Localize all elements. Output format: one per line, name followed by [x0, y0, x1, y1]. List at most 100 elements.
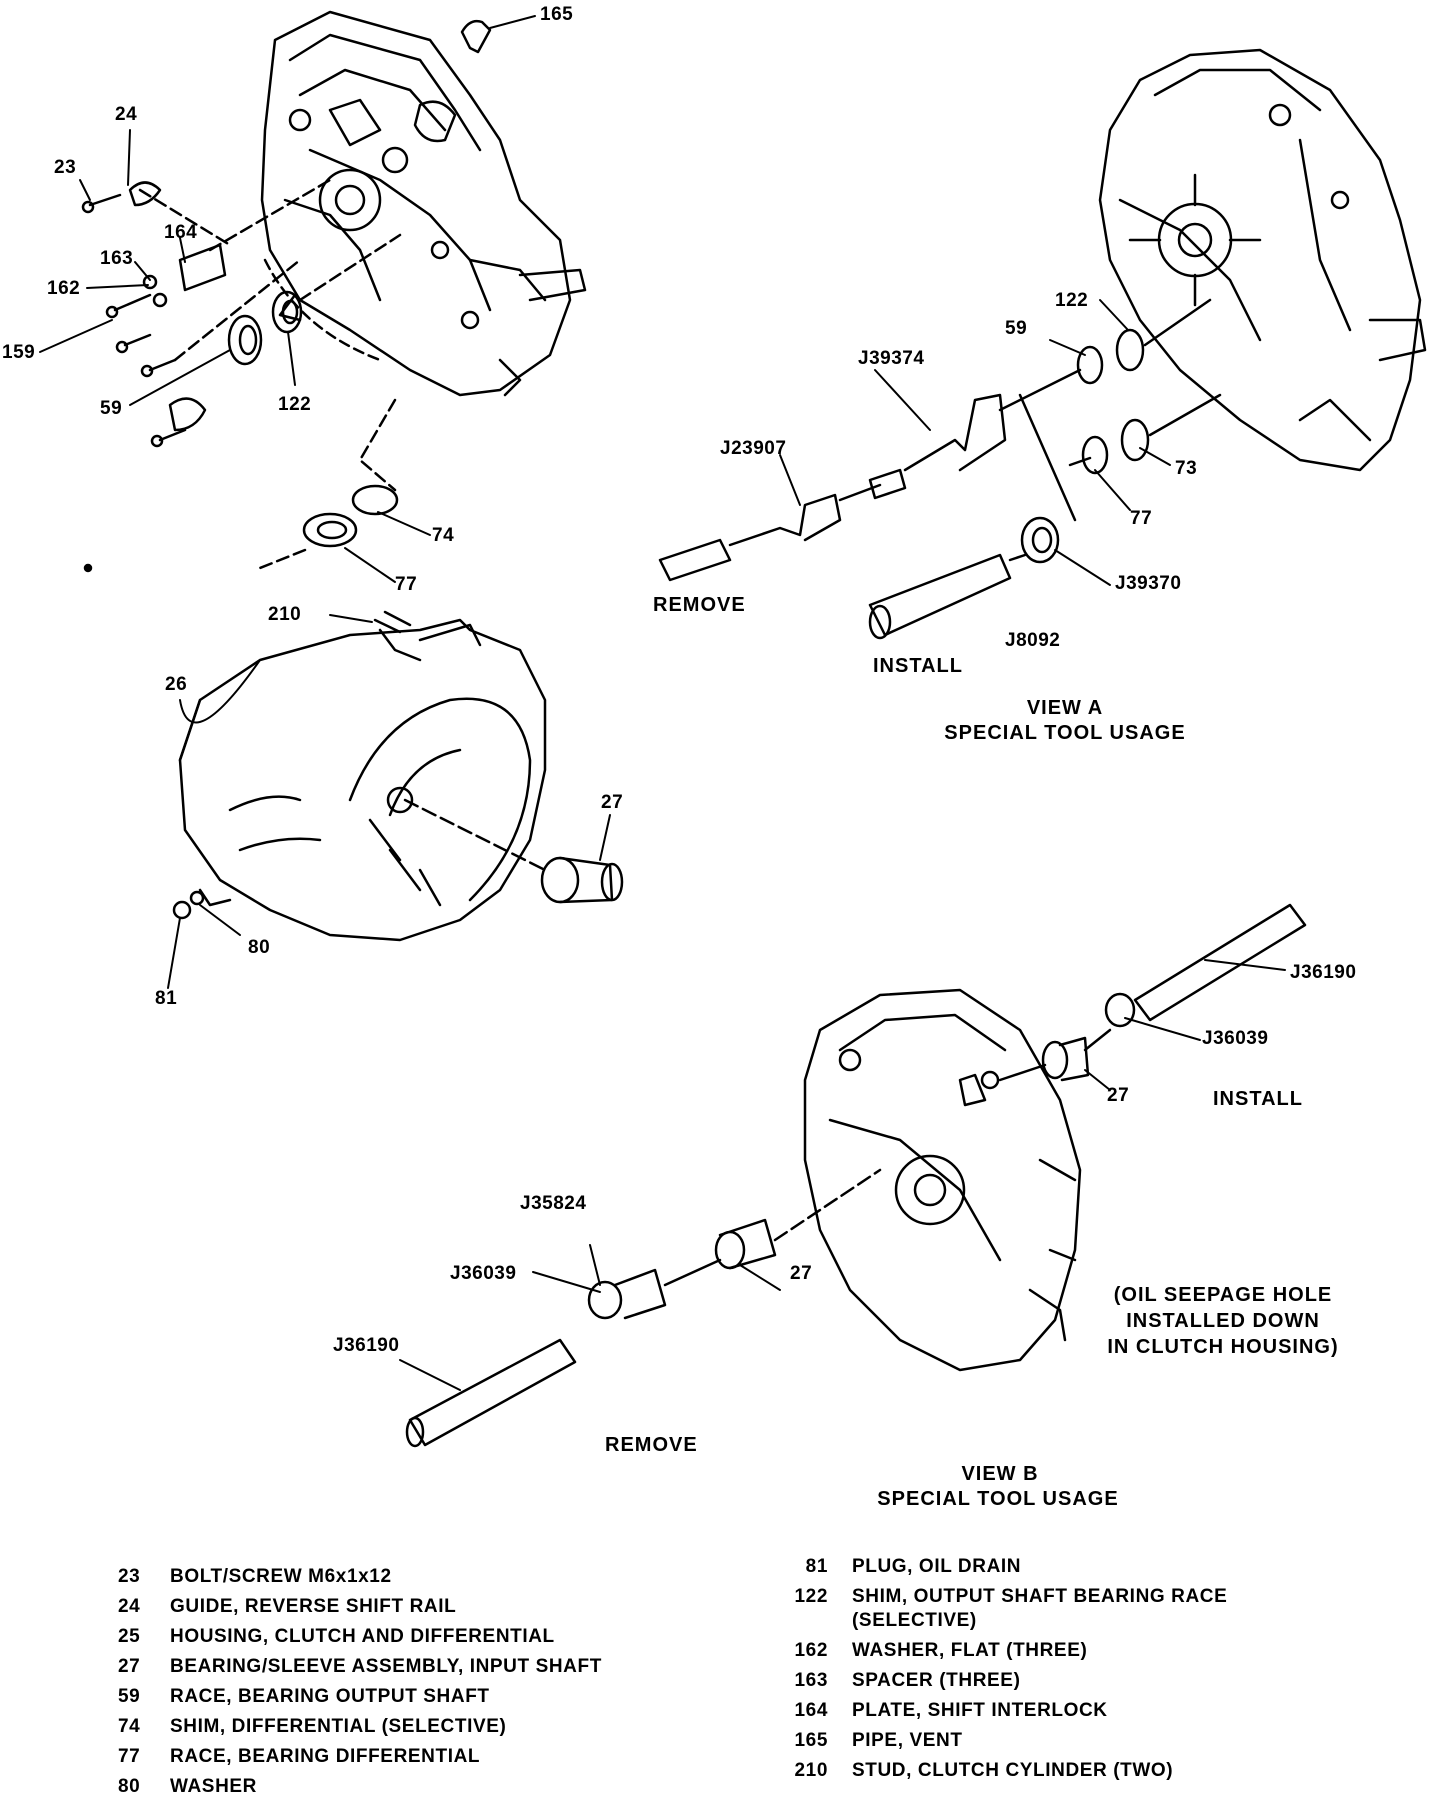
view-a-subtitle: SPECIAL TOOL USAGE	[944, 722, 1186, 744]
legend-description: WASHER	[170, 1776, 257, 1797]
small-parts-stack	[81, 178, 332, 448]
view-a-case	[1098, 48, 1427, 472]
legend-right: 81 PLUG, OIL DRAIN 122 SHIM, OUTPUT SHAFT B…	[770, 1555, 1290, 1789]
label-77: 77	[395, 574, 418, 595]
legend-number: 165	[794, 1730, 828, 1751]
label-27-install: 27	[1107, 1085, 1130, 1106]
bearing-sleeve-27	[403, 798, 624, 904]
label-164: 164	[164, 222, 198, 243]
legend-description: SHIM, DIFFERENTIAL (SELECTIVE)	[170, 1716, 507, 1737]
label-27-remove: 27	[790, 1263, 813, 1284]
legend-number: 24	[118, 1596, 141, 1617]
label-j8092: J8092	[1005, 630, 1061, 651]
legend-number: 23	[118, 1566, 141, 1587]
label-59-view-a: 59	[1005, 318, 1028, 339]
races-59-122	[227, 233, 402, 366]
legend-description: SHIM, OUTPUT SHAFT BEARING RACE (SELECTI…	[852, 1586, 1228, 1631]
legend-number: 74	[118, 1716, 141, 1737]
view-a-title: VIEW A	[1026, 697, 1104, 719]
legend-row: 77 RACE, BEARING DIFFERENTIAL	[118, 1745, 678, 1769]
legend-description: RACE, BEARING DIFFERENTIAL	[170, 1746, 481, 1767]
label-j36039-install: J36039	[1202, 1028, 1269, 1049]
legend-number: 164	[794, 1700, 828, 1721]
legend-number: 81	[805, 1556, 828, 1577]
legend-description: GUIDE, REVERSE SHIFT RAIL	[170, 1596, 457, 1617]
legend-row: 210 STUD, CLUTCH CYLINDER (TWO)	[770, 1759, 1290, 1783]
label-j39374: J39374	[858, 348, 925, 369]
label-j36190-remove: J36190	[333, 1335, 400, 1356]
label-122-view-a: 122	[1055, 290, 1089, 311]
legend-row: 74 SHIM, DIFFERENTIAL (SELECTIVE)	[118, 1715, 678, 1739]
view-a-install-caption: INSTALL	[873, 655, 963, 677]
label-23: 23	[54, 157, 77, 178]
label-210: 210	[268, 604, 302, 625]
vent-pipe-shape	[460, 19, 492, 54]
oil-seepage-note-line-3: IN CLUTCH HOUSING)	[1107, 1336, 1339, 1358]
label-73: 73	[1175, 458, 1198, 479]
legend-row: 59 RACE, BEARING OUTPUT SHAFT	[118, 1685, 678, 1709]
label-74: 74	[432, 525, 455, 546]
clutch-housing	[178, 618, 547, 942]
label-165: 165	[540, 4, 574, 25]
legend-row: 27 BEARING/SLEEVE ASSEMBLY, INPUT SHAFT	[118, 1655, 678, 1679]
view-b-case	[803, 988, 1082, 1372]
label-j39370: J39370	[1115, 573, 1182, 594]
label-80: 80	[248, 937, 271, 958]
legend-description: RACE, BEARING OUTPUT SHAFT	[170, 1686, 490, 1707]
oil-seepage-note: (OIL SEEPAGE HOLE INSTALLED DOWN IN CLUT…	[1098, 1282, 1348, 1360]
legend-number: 59	[118, 1686, 141, 1707]
legend-description: STUD, CLUTCH CYLINDER (TWO)	[852, 1760, 1174, 1781]
label-j36039-remove: J36039	[450, 1263, 517, 1284]
view-b-remove-tools	[405, 1168, 882, 1448]
legend-number: 122	[794, 1586, 828, 1607]
view-b-title: VIEW B	[961, 1463, 1039, 1485]
view-b-remove-caption: REMOVE	[605, 1434, 698, 1456]
label-81: 81	[155, 988, 178, 1009]
transaxle-case-top-left	[260, 10, 587, 397]
legend-number: 162	[794, 1640, 828, 1661]
drain-plug	[172, 890, 205, 920]
legend-description: SPACER (THREE)	[852, 1670, 1021, 1691]
speck	[83, 563, 93, 573]
oil-seepage-note-line-1: (OIL SEEPAGE HOLE	[1113, 1284, 1333, 1306]
legend-description: PIPE, VENT	[852, 1730, 963, 1751]
legend-description: HOUSING, CLUTCH AND DIFFERENTIAL	[170, 1626, 555, 1647]
label-26: 26	[165, 674, 188, 695]
view-a-remove-caption: REMOVE	[653, 594, 746, 616]
label-j23907: J23907	[720, 438, 787, 459]
legend-description: BEARING/SLEEVE ASSEMBLY, INPUT SHAFT	[170, 1656, 602, 1677]
label-24: 24	[115, 104, 138, 125]
clutch-studs	[373, 610, 412, 634]
view-b-install-tools	[998, 903, 1307, 1082]
label-j36190-install: J36190	[1290, 962, 1357, 983]
legend-description: PLUG, OIL DRAIN	[852, 1556, 1022, 1577]
label-77-view-a: 77	[1130, 508, 1153, 529]
view-b-install-caption: INSTALL	[1213, 1088, 1303, 1110]
legend-number: 163	[794, 1670, 828, 1691]
label-162: 162	[47, 278, 81, 299]
legend-number: 25	[118, 1626, 141, 1647]
leader-lines	[39, 15, 1286, 1391]
legend-number: 210	[794, 1760, 828, 1781]
label-27: 27	[601, 792, 624, 813]
label-59: 59	[100, 398, 123, 419]
legend-row: 122 SHIM, OUTPUT SHAFT BEARING RACE (SELE…	[770, 1585, 1290, 1633]
legend-row: 25 HOUSING, CLUTCH AND DIFFERENTIAL	[118, 1625, 678, 1649]
legend-number: 77	[118, 1746, 141, 1767]
oil-seepage-note-line-2: INSTALLED DOWN	[1126, 1310, 1320, 1332]
label-122: 122	[278, 394, 312, 415]
label-163: 163	[100, 248, 134, 269]
legend-number: 80	[118, 1776, 141, 1797]
legend-row: 165 PIPE, VENT	[770, 1729, 1290, 1753]
legend-row: 80 WASHER	[118, 1775, 678, 1799]
legend-row: 163 SPACER (THREE)	[770, 1669, 1290, 1693]
legend-row: 24 GUIDE, REVERSE SHIFT RAIL	[118, 1595, 678, 1619]
races-74-77	[253, 398, 399, 572]
legend-row: 81 PLUG, OIL DRAIN	[770, 1555, 1290, 1579]
legend-number: 27	[118, 1656, 141, 1677]
legend-description: PLATE, SHIFT INTERLOCK	[852, 1700, 1108, 1721]
